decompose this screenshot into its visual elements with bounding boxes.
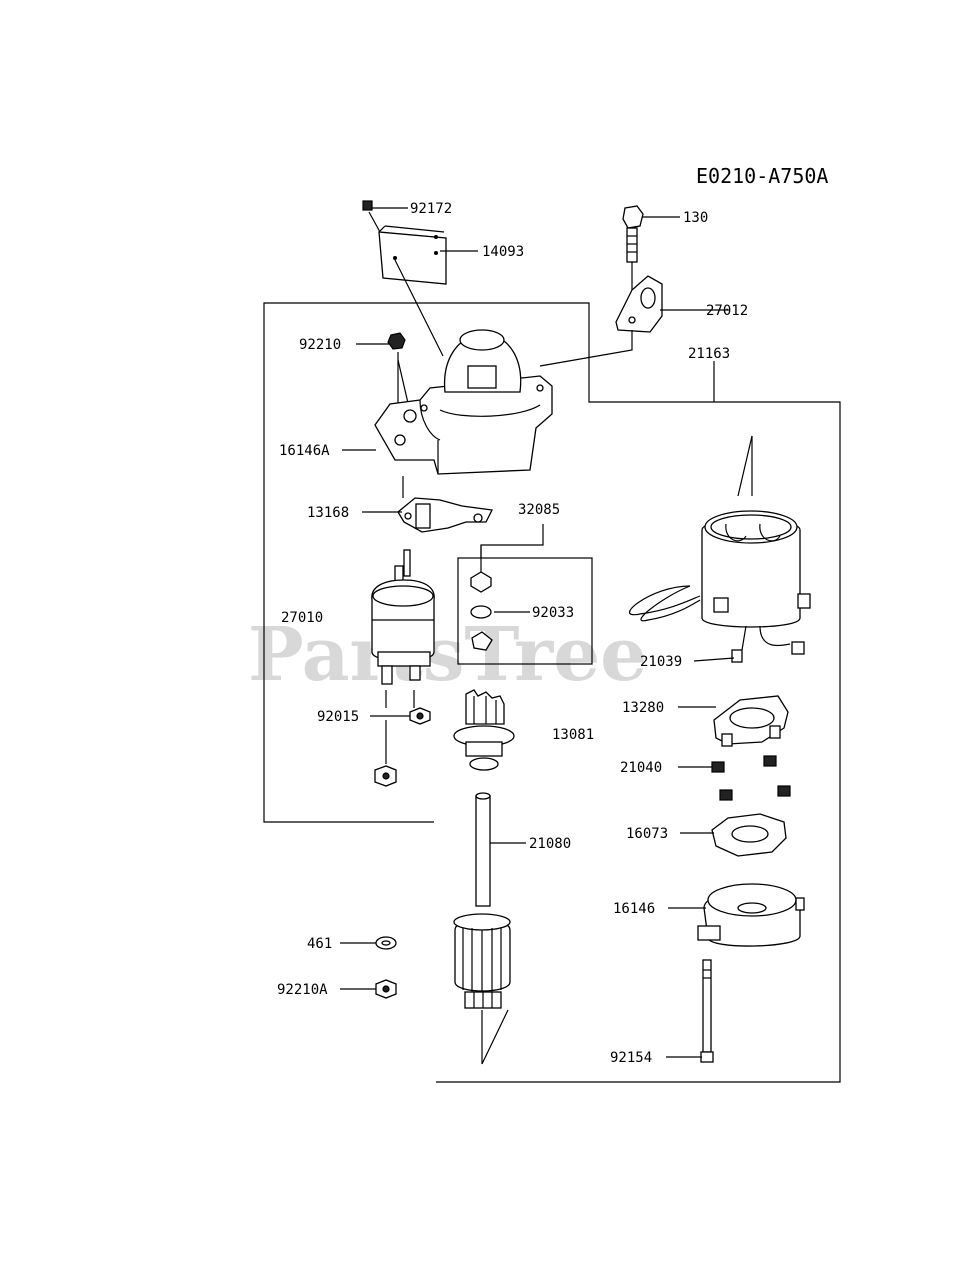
label-32085: 32085 [518,502,560,518]
label-16146: 16146 [613,901,655,917]
end-cover-16146 [697,883,805,947]
bracket-14093 [378,225,447,285]
label-21080: 21080 [529,836,571,852]
bolt-130 [622,205,644,296]
washer-461 [375,936,397,950]
label-92210A: 92210A [277,982,328,998]
leader-lines [340,207,735,1058]
armature-21080 [453,792,511,1065]
label-13081: 13081 [552,727,594,743]
gear-case-16146A [374,329,553,475]
label-13168: 13168 [307,505,349,521]
label-16073: 16073 [626,826,668,842]
springs-21040 [711,755,791,801]
diagram-code: E0210-A750A [696,164,828,188]
solenoid-27010 [371,549,435,685]
label-130: 130 [683,210,708,226]
lever-13168 [397,497,493,533]
label-21040: 21040 [620,760,662,776]
label-16146A: 16146A [279,443,330,459]
plate-16073 [711,813,787,857]
screw-92172 [362,200,381,233]
label-21163: 21163 [688,346,730,362]
label-92015: 92015 [317,709,359,725]
label-21039: 21039 [640,654,682,670]
label-13280: 13280 [622,700,664,716]
label-27010: 27010 [281,610,323,626]
nut-92210 [387,332,412,417]
kit-box-32085 [457,524,593,665]
label-92172: 92172 [410,201,452,217]
plate-27012 [539,275,663,367]
pinion-13081 [453,689,515,771]
nut-92210A [375,979,397,999]
label-92033: 92033 [532,605,574,621]
brush-holder-13280 [713,695,789,747]
label-92154: 92154 [610,1050,652,1066]
label-27012: 27012 [706,303,748,319]
bolt-92154 [700,959,714,1063]
label-92210: 92210 [299,337,341,353]
label-14093: 14093 [482,244,524,260]
frame-lines [263,302,841,1083]
label-461: 461 [307,936,332,952]
watermark: PartsTree [248,612,647,698]
yoke-21163 [628,435,811,663]
nut-92015 [374,707,431,787]
